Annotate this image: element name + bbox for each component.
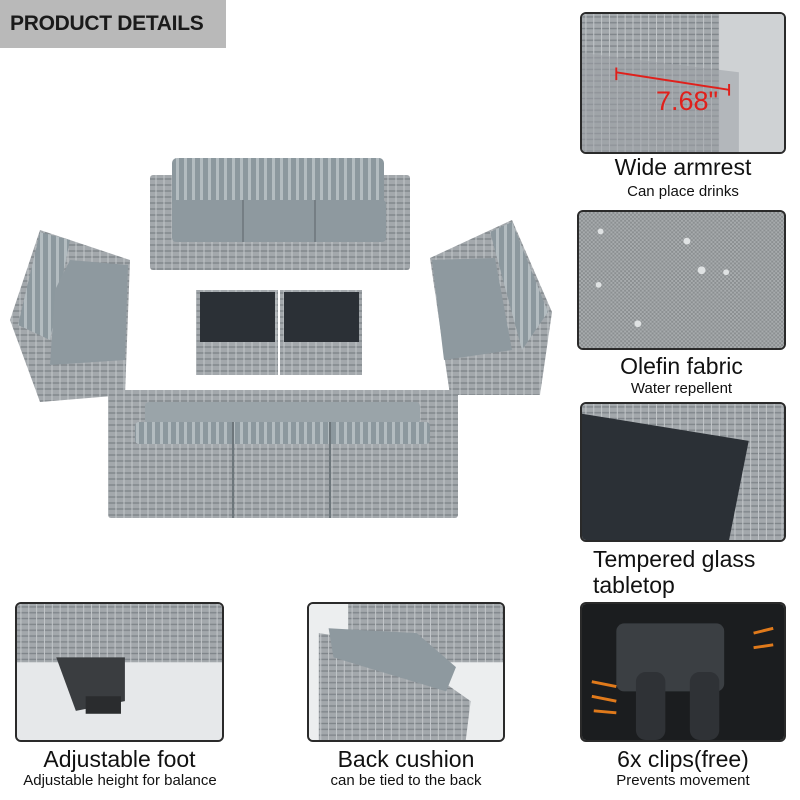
armrest-callout: 7.68"	[656, 86, 719, 116]
cushion-title: Back cushion	[337, 746, 475, 772]
fabric-thumbnail	[577, 210, 786, 350]
left-loveseat	[10, 230, 130, 402]
armrest-subtitle: Can place drinks	[627, 183, 739, 200]
right-loveseat	[430, 220, 552, 395]
back-sofa	[150, 158, 410, 270]
foot-thumbnail	[15, 602, 224, 742]
clip-photo-icon	[582, 604, 784, 740]
fabric-title: Olefin fabric	[620, 353, 743, 379]
glass-thumbnail	[580, 402, 786, 542]
foot-subtitle: Adjustable height for balance	[23, 772, 217, 789]
front-sofa	[108, 390, 458, 518]
armrest-photo-icon	[582, 14, 784, 152]
cushion-subtitle: can be tied to the back	[330, 772, 482, 789]
fabric-subtitle: Water repellent	[630, 380, 733, 397]
sectional-set-photo	[10, 158, 552, 518]
armrest-title: Wide armrest	[614, 154, 752, 180]
foot-title: Adjustable foot	[43, 746, 196, 772]
product-details-tag: PRODUCT DETAILS	[0, 0, 226, 48]
foot-photo-icon	[17, 604, 222, 740]
glass-photo-icon	[582, 404, 784, 540]
cushion-thumbnail	[307, 602, 505, 742]
product-details-label: PRODUCT DETAILS	[10, 12, 204, 35]
glass-title-line2: tabletop	[593, 572, 675, 598]
fabric-photo-icon	[579, 212, 784, 348]
armrest-thumbnail	[580, 12, 786, 154]
coffee-tables	[196, 290, 362, 375]
clip-subtitle: Prevents movement	[616, 772, 750, 789]
glass-title-line1: Tempered glass	[593, 546, 756, 572]
clip-title: 6x clips(free)	[617, 746, 749, 772]
clip-thumbnail	[580, 602, 786, 742]
cushion-photo-icon	[309, 604, 503, 740]
